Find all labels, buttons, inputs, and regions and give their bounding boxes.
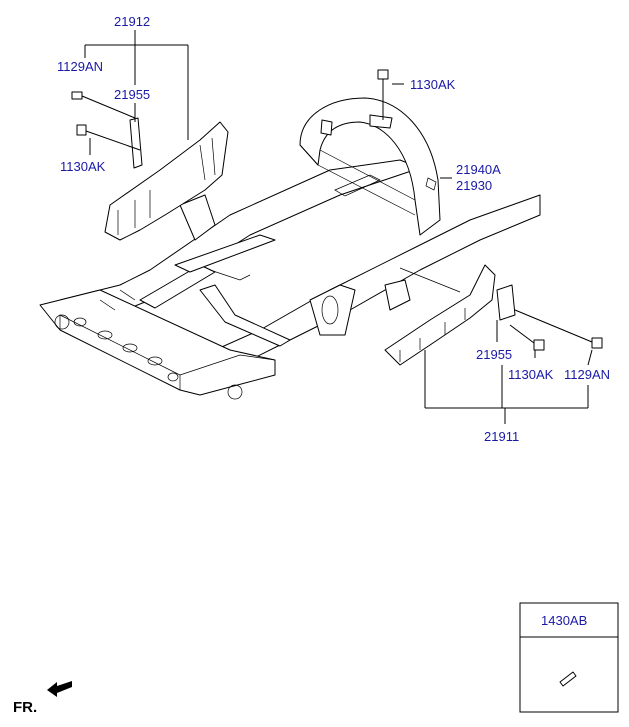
leader-lines [84,30,593,424]
wheel-guard [299,97,441,236]
bolt-1130ak-right-icon [509,324,545,351]
label-1129an-right: 1129AN [564,367,610,382]
left-bracket [104,117,229,241]
label-21912: 21912 [114,14,150,29]
front-label: FR. [13,699,37,716]
label-21911: 21911 [484,429,519,444]
pin-icon [559,671,577,687]
bolt-1130ak-left-icon [76,124,141,151]
label-21940a: 21940A [456,162,501,177]
chassis-frame [39,159,541,400]
label-21930: 21930 [456,178,492,193]
right-bracket [384,264,516,366]
bolt-1129an-left-icon [71,91,136,119]
label-21955-right: 21955 [476,347,512,362]
bolt-1130ak-top-icon [377,69,389,120]
box-title: 1430AB [541,613,587,628]
label-1130ak-left: 1130AK [60,159,106,174]
label-1130ak-top: 1130AK [410,77,456,92]
front-arrow-icon [47,681,72,697]
label-21955-left: 21955 [114,87,150,102]
bolt-1129an-right-icon [514,309,603,349]
label-1129an-left: 1129AN [57,59,103,74]
label-1130ak-right: 1130AK [508,367,554,382]
front-marker: FR. [13,681,72,716]
part-box-1430ab: 1430AB [519,602,619,713]
